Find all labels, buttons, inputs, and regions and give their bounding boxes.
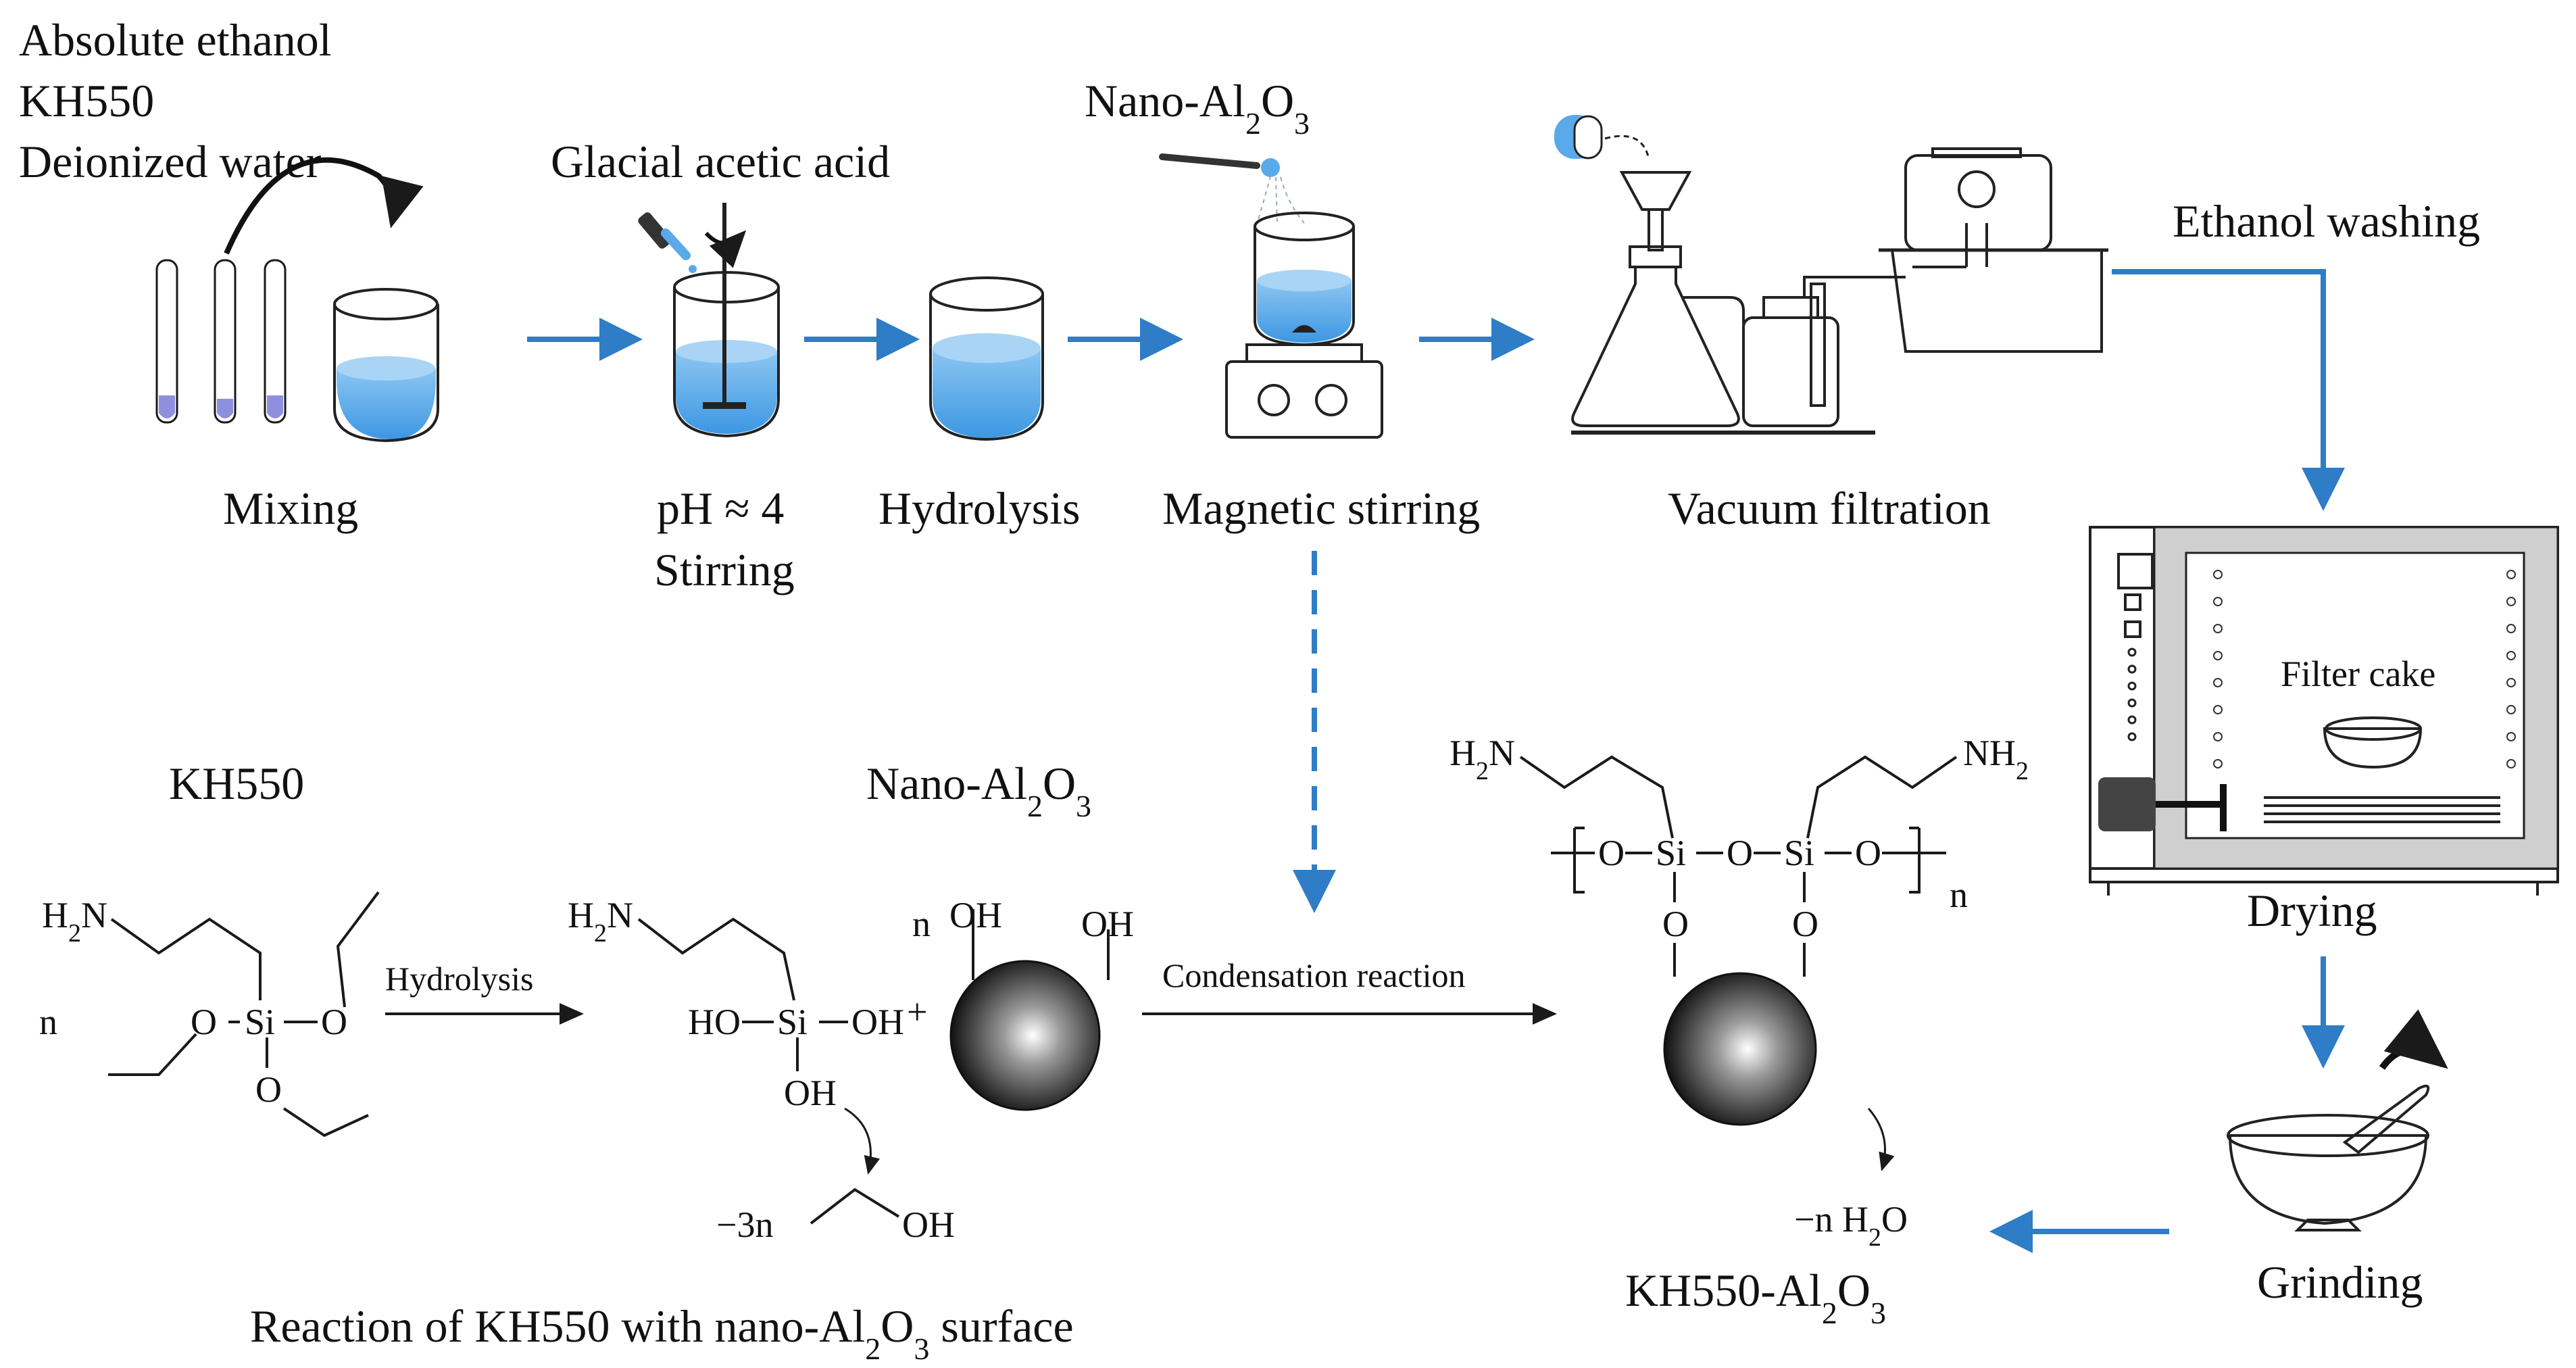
kh550-structure: H2N Si O O O n [39, 891, 380, 1138]
svg-text:OH: OH [1081, 904, 1134, 944]
svg-text:OH: OH [784, 1073, 837, 1113]
mortar-pestle-icon [2227, 1009, 2448, 1231]
nano-label: Nano-Al2O3 [866, 758, 1091, 823]
svg-text:O: O [1792, 904, 1818, 944]
svg-text:H2N: H2N [568, 895, 633, 948]
svg-text:−n H2O: −n H2O [1794, 1199, 1908, 1252]
svg-text:OH: OH [902, 1204, 955, 1245]
step-drying: Drying [2247, 885, 2377, 936]
svg-text:Si: Si [245, 1002, 275, 1042]
step-hydrolysis: Hydrolysis [878, 483, 1080, 534]
step-magnetic: Magnetic stirring [1162, 483, 1480, 534]
reaction-title: Reaction of KH550 with nano-Al2O3 surfac… [250, 1300, 1074, 1365]
step-grinding: Grinding [2257, 1256, 2423, 1308]
magnetic-stirrer-icon [1159, 153, 1383, 439]
drying-oven-icon [2089, 526, 2559, 896]
mixing-beaker-icon [333, 288, 439, 443]
reagent-list: Absolute ethanol KH550 Deionized water [19, 14, 332, 187]
silanol-structure: H2N Si HO OH + OH −3n OH [568, 895, 955, 1245]
svg-text:O: O [1855, 833, 1881, 873]
svg-text:O: O [1598, 833, 1625, 873]
svg-text:NH2: NH2 [1963, 733, 2029, 785]
reagent-ethanol: Absolute ethanol [19, 14, 332, 66]
svg-text:n: n [1950, 875, 1968, 915]
svg-text:OH: OH [949, 895, 1002, 935]
svg-text:O: O [1727, 833, 1753, 873]
hydrolysis-arrow-label: Hydrolysis [385, 960, 533, 998]
svg-text:n: n [912, 904, 931, 944]
reagent-water: Deionized water [19, 136, 322, 187]
nano-particle-reactant: n OH OH [912, 895, 1134, 1111]
svg-text:Si: Si [1656, 833, 1686, 873]
svg-text:H2N: H2N [42, 895, 107, 948]
svg-text:n: n [39, 1002, 57, 1042]
kh550-label: KH550 [169, 758, 304, 809]
product-structure: H2N NH2 O Si O Si O n O O −n H2O [1450, 733, 2029, 1252]
step-ph: pH ≈ 4 [657, 483, 784, 534]
svg-text:Si: Si [1784, 833, 1814, 873]
svg-text:O: O [1662, 904, 1689, 944]
svg-text:−3n: −3n [716, 1204, 773, 1245]
dropper-icon [638, 212, 697, 273]
reagent-kh550: KH550 [19, 75, 154, 126]
test-tubes-icon [155, 157, 424, 424]
svg-text:O: O [321, 1002, 347, 1042]
svg-text:OH: OH [851, 1002, 904, 1042]
condensation-arrow-label: Condensation reaction [1162, 956, 1466, 994]
nano-top-label: Nano-Al2O3 [1085, 75, 1310, 141]
svg-text:+: + [907, 992, 927, 1032]
filter-cake-label: Filter cake [2281, 654, 2435, 694]
step-vacuum: Vacuum filtration [1668, 483, 1991, 534]
hydrolysis-beaker-icon [929, 276, 1044, 441]
vacuum-filtration-icon [1554, 115, 2108, 435]
svg-text:H2N: H2N [1450, 733, 1515, 785]
stirrer-beaker-icon [673, 203, 780, 438]
product-label: KH550-Al2O3 [1625, 1265, 1886, 1330]
svg-text:Si: Si [777, 1002, 808, 1042]
flow-arrow-5 [2112, 269, 2345, 511]
svg-text:O: O [255, 1069, 282, 1110]
svg-text:HO: HO [688, 1002, 741, 1042]
step-mixing: Mixing [223, 483, 358, 534]
step-stirring: Stirring [654, 544, 795, 595]
acid-label: Glacial acetic acid [551, 136, 890, 187]
step-ethanol-wash: Ethanol washing [2173, 195, 2480, 247]
